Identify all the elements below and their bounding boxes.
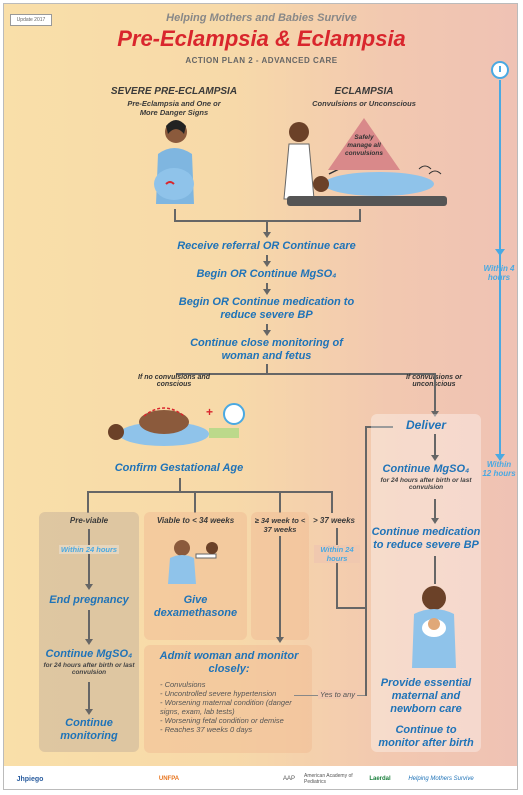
eclampsia-title: ECLAMPSIA — [334, 86, 394, 97]
eclampsia-subtitle: Convulsions or Unconscious — [312, 99, 416, 108]
admit-item: Worsening fetal condition or demise — [160, 716, 310, 725]
severe-subtitle: Pre-Eclampsia and One or More Danger Sig… — [127, 99, 221, 117]
branch-no-convulsions: If no convulsions and conscious — [138, 374, 210, 388]
eclampsia-care-illustration — [283, 122, 447, 206]
pregnant-woman-headache-illustration — [154, 120, 194, 204]
step-begin-mgso4: Begin OR Continue MgSO₄ — [196, 268, 337, 280]
confirm-gestational-age: Confirm Gestational Age — [114, 462, 244, 474]
previable-continue-mgso4: Continue MgSO₄ — [45, 648, 133, 660]
exam-illustration: + — [108, 403, 245, 446]
injection-illustration — [168, 540, 218, 584]
continue-monitor-after-birth: Continue to monitor after birth — [378, 724, 474, 749]
cat-34-to-37: ≥ 34 week to < 37 weeks — [254, 516, 306, 534]
right-column — [371, 414, 481, 752]
footer: Jhpiego AAP UNFPA American Academy of Pe… — [4, 766, 517, 789]
logo-laerdal: Laerdal — [369, 776, 391, 782]
viable-column — [144, 512, 247, 640]
logo-jhpiego: Jhpiego — [16, 775, 44, 783]
warning-text: Safely manage all convulsions — [345, 134, 383, 157]
timeline-arrow-4h — [495, 249, 505, 256]
provide-essential-care: Provide essential maternal and newborn c… — [380, 677, 472, 715]
end-pregnancy: End pregnancy — [49, 594, 129, 606]
timeline-arrow-12h — [495, 454, 505, 461]
page-title: Pre-Eclampsia & Eclampsia — [117, 26, 406, 51]
step-bp-medication: Begin OR Continue medication to reduce s… — [178, 296, 355, 321]
previable-within-24: Within 24 hours — [59, 545, 119, 554]
admit-item: Convulsions — [160, 680, 310, 689]
step-close-monitoring: Continue close monitoring of woman and f… — [190, 337, 343, 362]
previable-continue-monitoring: Continue monitoring — [60, 717, 118, 742]
late-within-24: Within 24 hours — [314, 545, 360, 563]
update-tag: Update 2017 — [10, 14, 52, 26]
right-mgso4-note: for 24 hours after birth or last convuls… — [380, 477, 472, 491]
admit-item: Reaches 37 weeks 0 days — [160, 725, 310, 734]
step-receive-referral: Receive referral OR Continue care — [177, 240, 356, 252]
svg-text:+: + — [206, 405, 213, 419]
admit-title: Admit woman and monitor closely: — [159, 650, 299, 675]
clock-icon — [491, 61, 509, 79]
logo-aap: AAP — [282, 776, 295, 782]
logo-aap-full: American Academy of Pediatrics — [304, 773, 353, 785]
cat-over-37: > 37 weeks — [312, 516, 356, 525]
header-subtitle: Helping Mothers and Babies Survive — [166, 12, 357, 24]
right-continue-mgso4: Continue MgSO₄ — [382, 463, 470, 475]
timeline-line — [499, 80, 501, 460]
logo-hms: Helping Mothers Survive — [408, 776, 474, 782]
give-dexamethasone: Give dexamethasone — [153, 594, 238, 619]
cat-previable: Pre-viable — [69, 516, 109, 525]
poster: Update 2017 Helping Mothers and Babies S… — [3, 3, 518, 790]
logo-unfpa: UNFPA — [158, 776, 180, 782]
cat-viable: Viable to < 34 weeks — [156, 516, 235, 525]
mother-newborn-illustration — [412, 586, 456, 668]
action-plan-label: ACTION PLAN 2 - ADVANCED CARE — [185, 56, 338, 65]
severe-title: SEVERE PRE-ECLAMPSIA — [110, 86, 238, 97]
within-4-hours: Within 4 hours — [483, 264, 515, 282]
deliver: Deliver — [405, 418, 447, 432]
admit-list: Convulsions Uncontrolled severe hyperten… — [152, 680, 310, 734]
admit-item: Worsening maternal condition (danger sig… — [160, 698, 310, 716]
right-bp-medication: Continue medication to reduce severe BP — [371, 526, 481, 551]
yes-to-any: Yes to any — [318, 690, 358, 699]
warning-triangle — [328, 118, 400, 170]
previable-mgso4-note: for 24 hours after birth or last convuls… — [43, 662, 135, 676]
admit-item: Uncontrolled severe hypertension — [160, 689, 310, 698]
within-12-hours: Within 12 hours — [482, 460, 516, 478]
